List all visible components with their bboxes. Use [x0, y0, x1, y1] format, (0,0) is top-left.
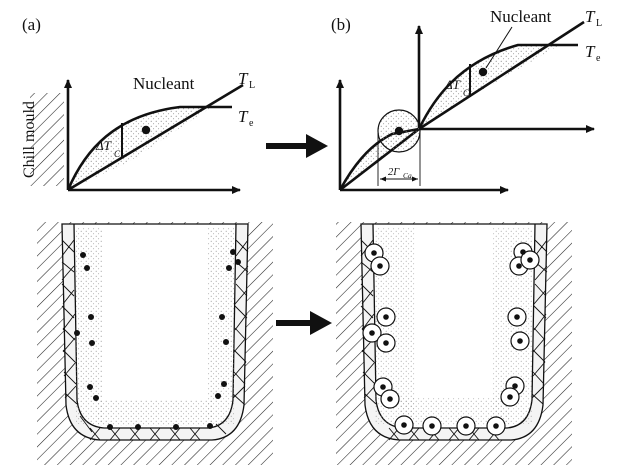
delta-t-sub-a: C	[114, 149, 121, 159]
te-curve-a	[66, 105, 232, 191]
chill-mould-label: Chill mould	[21, 101, 38, 178]
grown-crystal-core	[394, 126, 404, 136]
panel-a-label: (a)	[22, 15, 41, 34]
nucleant-leader-b	[485, 26, 513, 69]
te-sub-b: e	[596, 53, 601, 64]
tl-line-a	[67, 83, 244, 192]
nucleant-label-a: Nucleant	[133, 74, 195, 93]
right-arrow-icon	[266, 134, 328, 158]
tl-label-a: T	[238, 69, 249, 88]
mould-b-hatch	[336, 222, 572, 465]
nucleant-label-b: Nucleant	[490, 7, 552, 26]
nucleant-dot-b	[478, 67, 488, 77]
tl-label-b: T	[585, 7, 596, 26]
right-arrow-icon	[276, 311, 332, 335]
tl-line-b-upper	[418, 20, 585, 131]
delta-t-label-b: ΔT	[444, 77, 461, 92]
crystal-cores-b	[369, 249, 533, 429]
mould-a	[37, 222, 273, 465]
mould-a-hatch	[37, 222, 273, 465]
tl-sub-a: L	[249, 80, 255, 91]
gamma-sub: Ca	[403, 171, 412, 180]
panel-b-graph: (b) ΔT C Nucleant T L T e	[331, 7, 602, 194]
nucleant-dot-a	[141, 125, 151, 135]
te-label-a: T	[238, 107, 249, 126]
te-curve-b-upper	[417, 43, 578, 130]
panel-a-graph: (a) Chill mould ΔT C Nucleant T L T e	[21, 15, 255, 194]
panel-b-label: (b)	[331, 15, 351, 34]
te-sub-a: e	[249, 118, 254, 129]
delta-t-sub-b: C	[463, 88, 470, 98]
gamma-label: 2Γ	[388, 167, 400, 178]
nucleant-dots-a	[74, 249, 241, 430]
mould-b	[336, 222, 572, 465]
delta-t-label-a: ΔT	[95, 138, 112, 153]
te-label-b: T	[585, 42, 596, 61]
tl-sub-b: L	[596, 18, 602, 29]
chill-mould-wall	[30, 93, 64, 186]
